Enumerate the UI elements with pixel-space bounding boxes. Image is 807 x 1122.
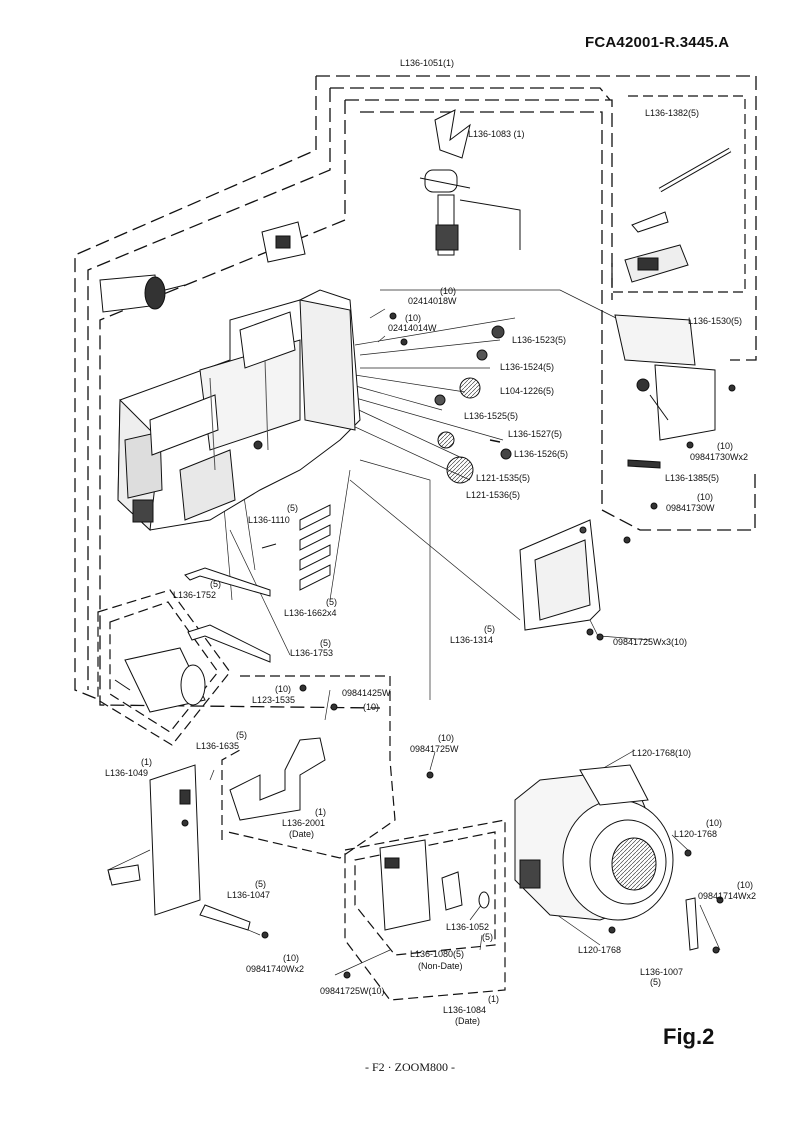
qty-10: (10) [438, 733, 455, 743]
qty-1: (1) [141, 757, 152, 767]
callout-l136-1662x4: L136-1662x4 [284, 608, 337, 618]
callout-l136-2001: L136-2001 [282, 818, 326, 828]
callout-l136-1110: L136-1110 [248, 515, 290, 525]
non-date-note: (Non-Date) [418, 961, 463, 971]
callout-02414018w: 02414018W [408, 296, 457, 306]
callout-l136-1635: L136-1635 [196, 741, 240, 751]
callout-l136-1084: L136-1084 [443, 1005, 487, 1015]
callout-09841725w: 09841725W [410, 744, 459, 754]
qty-5: (5) [255, 879, 266, 889]
assembly-outline-1051 [74, 75, 757, 709]
qty-5: (5) [236, 730, 247, 740]
callout-l123-1535: L123-1535 [252, 695, 296, 705]
callout-l136-1525: L136-1525(5) [464, 411, 519, 421]
assembly-outline-1080 [344, 819, 506, 1001]
strap-holder-assembly [624, 147, 732, 283]
callout-09841730w: 09841730W [666, 503, 715, 513]
lens-barrel [514, 764, 674, 921]
board-1080 [379, 839, 490, 931]
qty-5: (5) [326, 597, 337, 607]
callout-l136-1526: L136-1526(5) [514, 449, 569, 459]
callout-l136-1314: L136-1314 [450, 635, 494, 645]
callout-l136-1527: L136-1527(5) [508, 429, 563, 439]
qty-10: (10) [717, 441, 734, 451]
qty-10: (10) [363, 702, 380, 712]
main-body-housing [117, 289, 361, 532]
date-note: (Date) [289, 829, 315, 839]
callout-l136-1385: L136-1385(5) [665, 473, 720, 483]
callout-l121-1535: L121-1535(5) [476, 473, 531, 483]
callout-l136-1007: L136-1007 [640, 967, 684, 977]
assembly-outline-1382 [611, 95, 746, 293]
callout-l136-1049: L136-1049 [105, 768, 149, 778]
bracket-1007 [685, 897, 699, 951]
callout-l136-1047: L136-1047 [227, 890, 271, 900]
qty-10: (10) [706, 818, 723, 828]
qty-1: (1) [315, 807, 326, 817]
gear-train [434, 325, 512, 484]
callout-09841725w-10: 09841725W(10) [320, 986, 385, 996]
qty-5: (5) [320, 638, 331, 648]
date-note: (Date) [455, 1016, 481, 1026]
top-shutter-assembly [419, 109, 521, 256]
qty-5: (5) [210, 579, 221, 589]
callout-l136-1083: L136-1083 (1) [468, 129, 525, 139]
callout-l120-1768: L120-1768 [578, 945, 622, 955]
qty-10: (10) [283, 953, 300, 963]
qty-5: (5) [482, 932, 493, 942]
side-bracket-1530 [614, 314, 716, 469]
callout-l136-1051: L136-1051(1) [400, 58, 455, 68]
qty-5: (5) [484, 624, 495, 634]
callout-l104-1226: L104-1226(5) [500, 386, 555, 396]
qty-10: (10) [697, 492, 714, 502]
qty-10: (10) [440, 286, 457, 296]
leader-lines [107, 289, 721, 976]
flex-2001 [229, 737, 326, 821]
callout-09841725wx3: 09841725Wx3(10) [613, 637, 688, 647]
qty-10: (10) [737, 880, 754, 890]
callout-09841730wx2: 09841730Wx2 [690, 452, 749, 462]
callout-09841425w: 09841425W [342, 688, 391, 698]
callout-09841740wx2: 09841740Wx2 [246, 964, 305, 974]
qty-5: (5) [650, 977, 661, 987]
callout-l121-1536: L121-1536(5) [466, 490, 521, 500]
capacitor-lower [114, 647, 206, 713]
qty-10: (10) [405, 313, 422, 323]
qty-1: (1) [488, 994, 499, 1004]
callout-l136-1753: L136-1753 [290, 648, 334, 658]
callout-l136-1752: L136-1752 [173, 590, 217, 600]
callout-l136-1523: L136-1523(5) [512, 335, 567, 345]
callout-l136-1052: L136-1052 [446, 922, 490, 932]
callout-09841714wx2: 09841714Wx2 [698, 891, 757, 901]
assembly-outline-2001 [221, 675, 396, 859]
qty-5: (5) [287, 503, 298, 513]
callout-l136-1530: L136-1530(5) [688, 316, 743, 326]
document-code: FCA42001-R.3445.A [585, 34, 730, 51]
figure-label: Fig.2 [663, 1024, 715, 1049]
bracket-part [261, 221, 306, 263]
page-footer: - F2 · ZOOM800 - [365, 1060, 455, 1074]
qty-10: (10) [275, 684, 292, 694]
callout-l136-1524: L136-1524(5) [500, 362, 555, 372]
callout-l120-1768: L120-1768(10) [632, 748, 692, 758]
callout-l136-1382: L136-1382(5) [645, 108, 700, 118]
spring-parts [184, 504, 331, 663]
callout-l120-1768: L120-1768 [674, 829, 718, 839]
circuit-board [107, 764, 251, 931]
ccd-plate [519, 519, 601, 631]
callout-l136-1080: L136-1080(5) [410, 949, 465, 959]
capacitor-top [99, 274, 186, 313]
callout-02414014w: 02414014W [388, 323, 437, 333]
